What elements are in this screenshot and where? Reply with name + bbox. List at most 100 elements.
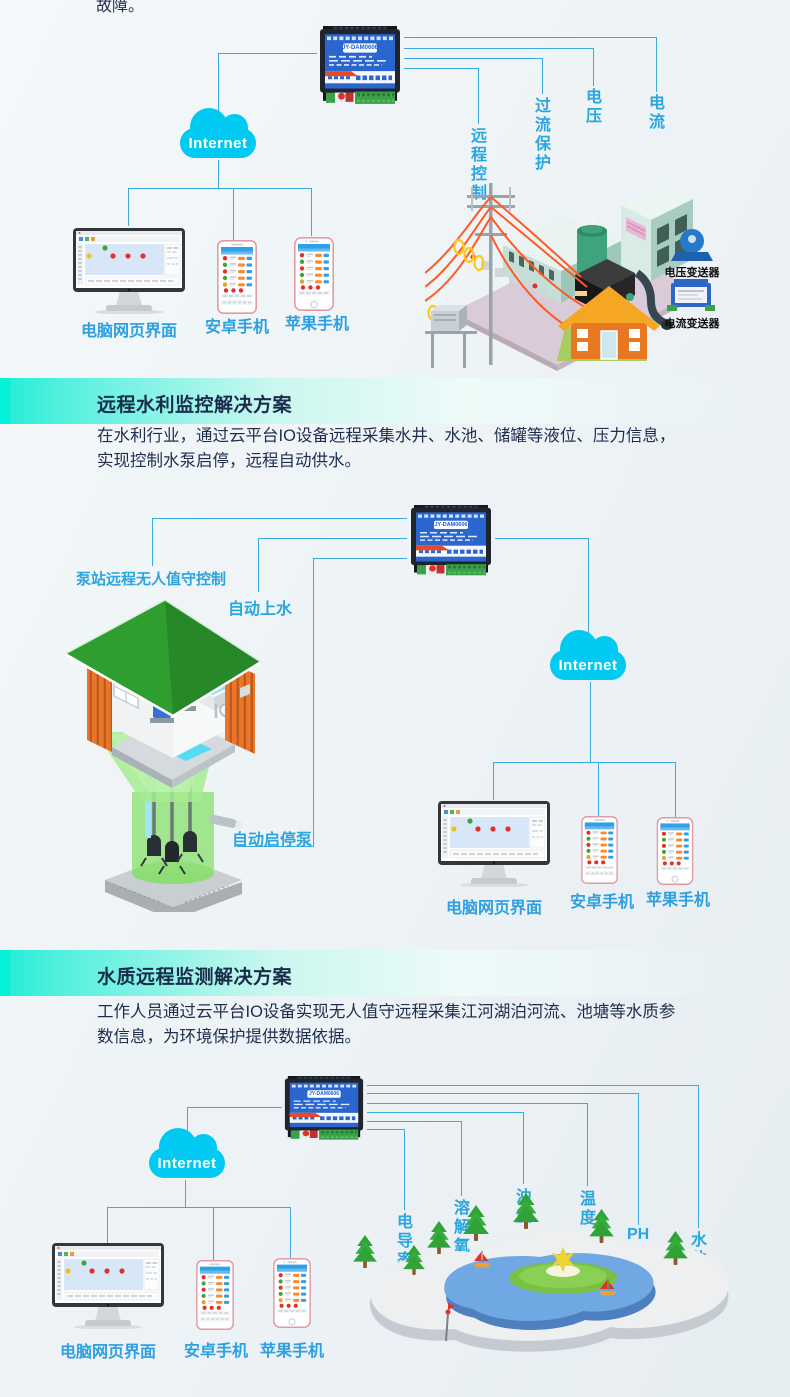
param-conductivity: 电导率 <box>394 1213 411 1270</box>
iphone-illustration <box>272 1258 312 1328</box>
tree-icon <box>353 1235 377 1268</box>
connector-line <box>587 1103 588 1186</box>
connector-line <box>152 518 153 566</box>
iphone-illustration <box>656 817 694 885</box>
connector-line <box>598 762 599 816</box>
connector-line <box>638 1093 639 1225</box>
pc-caption: 电脑网页界面 <box>445 900 542 917</box>
tree-icon <box>463 1205 489 1241</box>
android-caption: 安卓手机 <box>569 894 634 911</box>
section-band-water: 远程水利监控解决方案 <box>0 378 790 424</box>
water-section-title: 远程水利监控解决方案 <box>97 395 293 416</box>
capacitor-row <box>481 261 547 298</box>
internet-cloud: Internet <box>550 630 626 680</box>
connector-line <box>128 188 129 226</box>
connector-line <box>656 37 657 92</box>
fountain-icon <box>551 1247 575 1272</box>
connector-line <box>313 558 407 559</box>
iphone-terminal <box>293 237 335 311</box>
connector-line <box>590 682 591 762</box>
connector-line <box>107 1207 290 1208</box>
connector-line <box>367 1121 461 1122</box>
voltage-transmitter-label: 电压变送器 <box>664 267 720 279</box>
desktop-monitor-illustration <box>52 1243 164 1329</box>
callout-overcurrent-protection: 过流保护 <box>532 97 549 173</box>
connector-line <box>404 37 656 38</box>
android-terminal <box>581 816 618 884</box>
callout-auto-fill: 自动上水 <box>228 601 293 618</box>
current-transmitter-icon <box>667 279 715 311</box>
connector-line <box>495 538 588 539</box>
callout-current: 电流 <box>646 94 663 132</box>
callout-voltage: 电压 <box>583 88 600 126</box>
iphone-terminal <box>656 817 694 885</box>
android-caption: 安卓手机 <box>183 1343 248 1360</box>
device-model-label: JY-DAM0606 <box>308 1091 339 1098</box>
connector-line <box>258 538 407 539</box>
intro-paragraph-tail: 故障。 <box>96 0 145 15</box>
iphone-terminal <box>272 1258 312 1328</box>
connector-line <box>213 1207 214 1260</box>
connector-line <box>404 68 478 69</box>
internet-label: Internet <box>558 656 618 674</box>
iphone-caption: 苹果手机 <box>645 892 710 909</box>
tree-icon <box>513 1193 539 1229</box>
iphone-caption: 苹果手机 <box>259 1343 324 1360</box>
desktop-monitor-illustration <box>438 801 550 887</box>
internet-cloud: Internet <box>180 108 256 158</box>
connector-line <box>218 53 317 54</box>
android-caption: 安卓手机 <box>204 319 269 336</box>
roof <box>64 599 262 718</box>
connector-line <box>152 518 407 519</box>
connector-line <box>128 188 311 189</box>
pc-terminal <box>73 228 185 314</box>
outlet-pipe <box>208 814 243 830</box>
lake-illustration <box>353 1193 729 1352</box>
connector-line <box>367 1103 587 1104</box>
connector-line <box>187 1107 282 1108</box>
io-device-quality: JY-DAM0606 <box>281 1076 367 1143</box>
right-wall <box>225 660 255 754</box>
connector-line <box>404 1129 405 1210</box>
connector-line <box>185 1180 186 1207</box>
connector-line <box>367 1112 523 1113</box>
iphone-caption: 苹果手机 <box>284 316 349 333</box>
param-ph: PH <box>627 1226 650 1243</box>
power-pole <box>467 183 515 365</box>
device-model-label: JY-DAM0606 <box>434 522 468 529</box>
connector-line <box>461 1121 462 1196</box>
connector-line <box>675 762 676 817</box>
connector-line <box>311 188 312 236</box>
android-phone-illustration <box>581 816 618 884</box>
connector-line <box>542 58 543 94</box>
quality-section-title: 水质远程监测解决方案 <box>97 967 293 988</box>
pc-caption: 电脑网页界面 <box>59 1344 156 1361</box>
internet-label: Internet <box>157 1154 217 1172</box>
connector-line <box>367 1129 404 1130</box>
connector-line <box>593 48 594 86</box>
device-model-label: JY-DAM0606 <box>341 45 378 52</box>
section-accent-bar <box>0 950 10 996</box>
connector-line <box>313 558 314 846</box>
island <box>509 1247 617 1294</box>
callout-unattended-control: 泵站远程无人值守控制 <box>76 571 227 588</box>
connector-line <box>367 1085 698 1086</box>
connector-line <box>187 1107 188 1137</box>
voltage-transmitter-icon <box>671 229 713 261</box>
connector-line <box>404 58 542 59</box>
tree-icon <box>427 1221 451 1254</box>
quality-section-body: 工作人员通过云平台IO设备实现无人值守远程采集江河湖泊河流、池塘等水质参数信息，… <box>97 1003 676 1046</box>
io-device-illustration <box>407 505 495 579</box>
water-section-body: 在水利行业，通过云平台IO设备远程采集水井、水池、储罐等液位、压力信息，实现控制… <box>97 427 676 470</box>
param-dissolved-oxygen: 溶解氧 <box>451 1199 468 1256</box>
desktop-monitor-illustration <box>73 228 185 314</box>
iphone-illustration <box>293 237 335 311</box>
connector-line <box>493 762 494 800</box>
io-device-illustration <box>316 26 404 108</box>
io-device-water: JY-DAM0606 <box>407 505 495 579</box>
param-temperature: 温度 <box>577 1190 594 1228</box>
android-phone-illustration <box>196 1260 234 1330</box>
internet-label: Internet <box>188 134 248 152</box>
io-device-illustration <box>281 1076 367 1143</box>
